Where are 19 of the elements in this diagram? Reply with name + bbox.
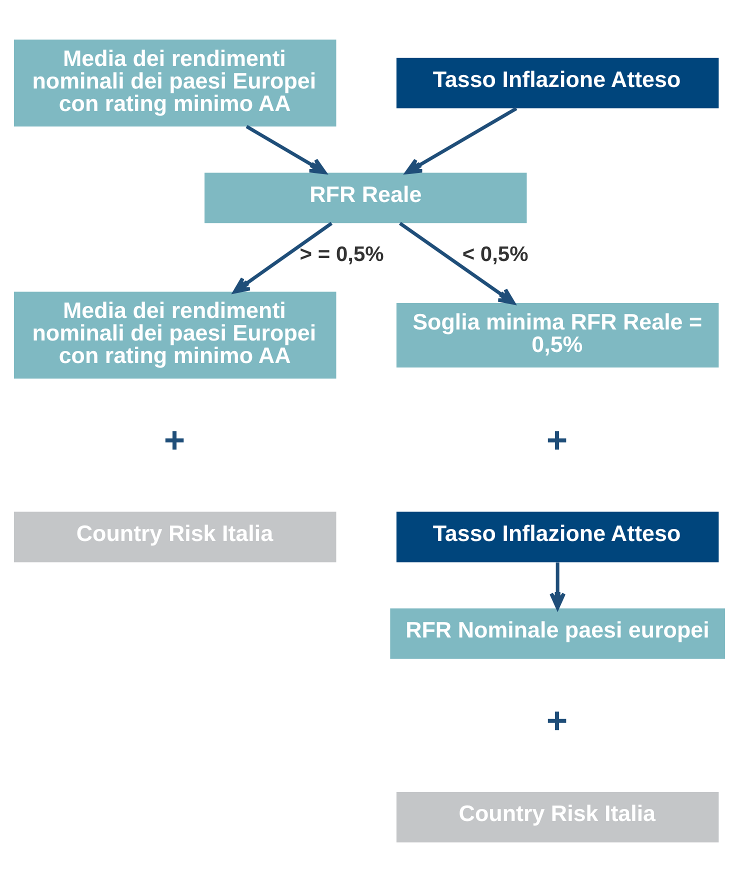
node-box: Media dei rendimenti nominali dei paesi Europei con rating minimo AA [14, 291, 336, 378]
arrow [398, 221, 516, 304]
edge-label: > = 0,5% [300, 242, 384, 266]
arrow [246, 124, 327, 174]
arrow [232, 221, 333, 294]
node-box: Country Risk Italia [396, 791, 719, 842]
label: + [164, 419, 186, 460]
edge-label: < 0,5% [462, 242, 528, 266]
node-box: RFR Reale [204, 172, 527, 223]
node-box: Tasso Inflazione Atteso [396, 511, 719, 562]
label: + [546, 419, 568, 460]
arrow [550, 562, 566, 610]
node-box: Tasso Inflazione Atteso [396, 57, 719, 108]
node-box: Soglia minima RFR Reale = 0,5% [396, 302, 719, 367]
label: + [546, 699, 568, 740]
node-box: RFR Nominale paesi europei [390, 608, 725, 658]
arrow [405, 106, 518, 174]
node-box: Country Risk Italia [14, 511, 336, 562]
node-box: Media dei rendimenti nominali dei paesi Europei con rating minimo AA [14, 39, 336, 126]
